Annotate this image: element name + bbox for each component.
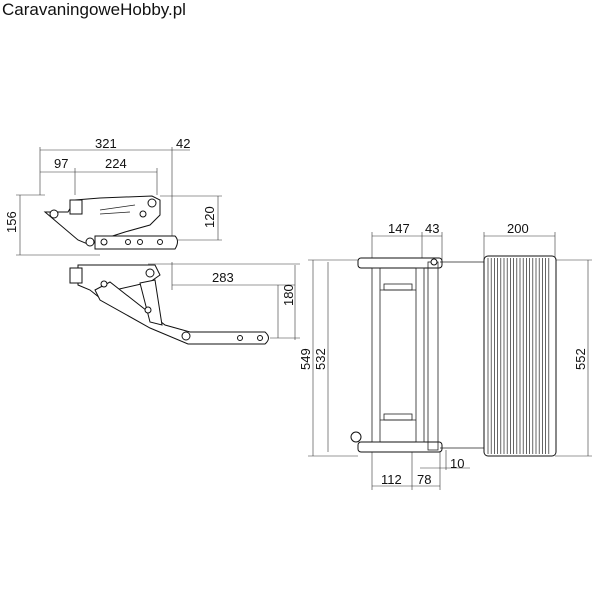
side-view-retracted: 321 42 97 224 156 120 xyxy=(4,136,222,256)
dim-120: 120 xyxy=(202,206,217,228)
dim-112: 112 xyxy=(381,472,402,487)
dim-156: 156 xyxy=(4,211,19,233)
dim-42: 42 xyxy=(176,136,190,151)
dim-10: 10 xyxy=(450,456,464,471)
side-view-extended: 283 180 xyxy=(69,262,300,345)
dim-147: 147 xyxy=(388,221,410,236)
dim-549: 549 xyxy=(298,348,313,370)
dim-532: 532 xyxy=(313,348,328,370)
dim-200: 200 xyxy=(507,221,529,236)
dim-43: 43 xyxy=(425,221,439,236)
step-slats xyxy=(487,258,550,454)
dim-321: 321 xyxy=(95,136,117,151)
dim-180: 180 xyxy=(281,284,296,306)
dim-552: 552 xyxy=(573,348,588,370)
dim-78: 78 xyxy=(417,472,431,487)
dim-224: 224 xyxy=(105,156,127,171)
dim-283: 283 xyxy=(212,270,234,285)
top-view: 147 43 200 549 532 552 112 78 10 xyxy=(298,221,592,490)
dim-97: 97 xyxy=(54,156,68,171)
watermark-text: CaravaningoweHobby.pl xyxy=(2,0,186,19)
